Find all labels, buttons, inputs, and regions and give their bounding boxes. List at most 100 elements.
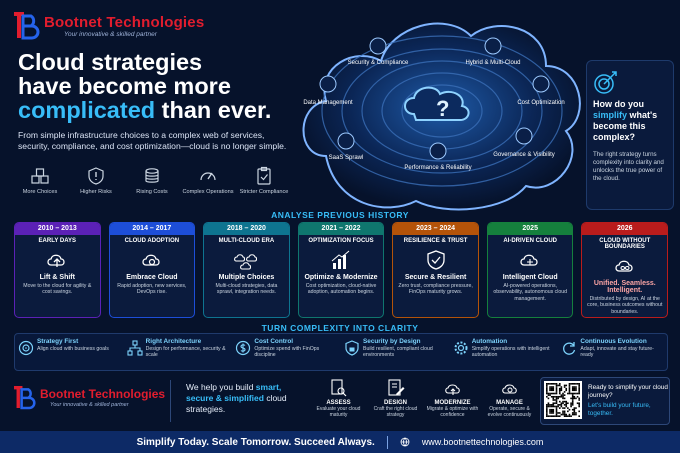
page-subtitle: From simple infrastructure choices to a … (18, 130, 287, 151)
callout-question: How do you simplify what's become this c… (593, 99, 658, 142)
timeline-year: 2014 – 2017 (109, 223, 195, 235)
website-link[interactable]: www.bootnettechnologies.com (421, 437, 544, 447)
footer-separator (386, 435, 388, 449)
timeline-card: 2018 – 2020 MULTI-CLOUD ERA Multiple Cho… (203, 222, 290, 318)
engagement-step: ASSESS Evaluate your cloud maturity (312, 378, 365, 418)
timeline-description: Distributed by design, AI at the core, b… (587, 296, 663, 315)
clarity-title: Continuous Evolution (580, 338, 647, 345)
clarity-item: Automation Simplify operations with inte… (450, 334, 559, 370)
step-desc: Operate, secure & evolve continuously (487, 406, 532, 418)
refresh-icon (563, 342, 576, 355)
clarity-desc: Simplify operations with intelligent aut… (471, 346, 550, 359)
engagement-step: DESIGN Craft the right cloud strategy (369, 378, 422, 418)
timeline-year: 2026 (582, 223, 668, 235)
clarity-desc: Build resilient, compliant cloud environ… (363, 346, 433, 359)
gauge-icon (200, 172, 216, 181)
clarity-title: Right Architecture (145, 338, 202, 345)
clarity-item: Right Architecture Design for performanc… (124, 334, 233, 370)
clarity-desc: Adapt, innovate and stay future-ready (580, 346, 654, 359)
timeline-era: OPTIMIZATION FOCUS (308, 238, 374, 244)
maze-label-cost: Cost Optimization (517, 100, 564, 106)
timeline-card: 2026 CLOUD WITHOUT BOUNDARIES Unified. S… (581, 222, 669, 318)
timeline-headline: Intelligent Cloud (502, 274, 558, 281)
timeline-description: Multi-cloud strategies, data sprawl, int… (215, 283, 278, 296)
step-name: MANAGE (496, 400, 523, 406)
timeline-card: 2010 – 2013 EARLY DAYS Lift & Shift Move… (14, 222, 101, 318)
engagement-step: MODERNIZE Migrate & optimize with confid… (426, 378, 479, 418)
timeline-year: 2010 – 2013 (15, 223, 100, 235)
maze-label-saas: SaaS Sprawl (329, 155, 364, 161)
clarity-title: Strategy First (37, 338, 79, 345)
chart-bars-icon (331, 250, 350, 269)
timeline-era: EARLY DAYS (38, 238, 77, 244)
maze-label-data: Data Management (303, 100, 353, 106)
timeline-headline: Multiple Choices (218, 274, 275, 281)
timeline-headline: Unified. Seamless. Intelligent. (593, 280, 656, 294)
infinity-cloud-icon (615, 260, 633, 272)
step-desc: Evaluate your cloud maturity (316, 406, 361, 418)
brain-cloud-icon (520, 254, 538, 266)
timeline-headline: Optimize & Modernize (304, 274, 378, 281)
target-icon (18, 340, 34, 356)
timeline-year: 2023 – 2024 (393, 223, 478, 235)
challenge-complex-operations: Complex Operations (182, 166, 234, 196)
brand-tagline: Your innovative & skilled partner (64, 31, 157, 38)
upload-cloud-icon (47, 254, 65, 267)
lock-shield-icon (345, 340, 359, 356)
step-desc: Craft the right cloud strategy (373, 406, 418, 418)
maze-label-gov: Governance & Visibility (493, 152, 555, 158)
bootnet-logo-icon (14, 12, 40, 40)
clarity-desc: Optimize spend with FinOps discipline (254, 346, 320, 359)
timeline-era: MULTI-CLOUD ERA (218, 238, 275, 244)
timeline-era: CLOUD WITHOUT BOUNDARIES (599, 238, 651, 250)
timeline-description: Move to the cloud for agility & cost sav… (23, 283, 92, 296)
clarity-desc: Design for performance, security & scale (145, 346, 226, 359)
challenge-stricter-compliance: Stricter Compliance (238, 166, 290, 196)
boxes-icon (31, 168, 49, 184)
timeline-headline: Secure & Resilient (404, 274, 467, 281)
challenge-rising-costs: Rising Costs (126, 166, 178, 196)
step-desc: Migrate & optimize with confidence (426, 406, 479, 418)
challenge-higher-risks: Higher Risks (70, 166, 122, 196)
clarity-heading: TURN COMPLEXITY INTO CLARITY (261, 323, 419, 333)
qr-cta: Ready to simplify your cloud journey? Le… (588, 384, 668, 417)
footer-slogan: Simplify Today. Scale Tomorrow. Succeed … (136, 436, 375, 448)
callout-body: The right strategy turns complexity into… (593, 151, 664, 182)
clarity-title: Security by Design (363, 338, 421, 345)
shield-alert-icon (88, 167, 104, 185)
clipboard-check-icon (257, 166, 271, 185)
maze-label-perf: Performance & Reliability (404, 165, 471, 171)
maze-question-mark: ? (436, 96, 449, 121)
timeline-card: 2025 AI-DRIVEN CLOUD Intelligent Cloud A… (486, 222, 574, 318)
timeline-heading: ANALYSE PREVIOUS HISTORY (271, 210, 409, 220)
value-message: We help you build smart, secure & simpli… (186, 382, 287, 414)
cloud-gear-icon (142, 254, 160, 266)
timeline-year: 2025 (487, 223, 573, 235)
timeline-description: Zero trust, compliance pressure, FinOps … (398, 283, 473, 296)
clarity-title: Cost Control (254, 338, 294, 345)
timeline-card: 2014 – 2017 CLOUD ADOPTION Embrace Cloud… (108, 222, 196, 318)
timeline-era: CLOUD ADOPTION (124, 238, 180, 244)
maze-label-hybrid: Hybrid & Multi-Cloud (465, 60, 520, 66)
network-icon (127, 340, 143, 356)
cloud-maze-illustration: ? Security & Compliance Hybrid & Multi-C… (302, 22, 581, 211)
qr-code-icon[interactable] (544, 381, 582, 419)
step-name: DESIGN (383, 400, 407, 406)
engagement-steps: ASSESS Evaluate your cloud maturity DESI… (312, 378, 536, 418)
clarity-item: Strategy First Align cloud with business… (15, 334, 124, 370)
timeline-card: 2021 – 2022 OPTIMIZATION FOCUS Optimize … (297, 222, 385, 318)
page-title: Cloud strategies have become more compli… (18, 49, 272, 123)
timeline-description: Rapid adoption, new services, DevOps ris… (117, 283, 187, 296)
target-arrow-icon (594, 71, 617, 94)
gear-icon (454, 341, 468, 355)
coins-icon (145, 168, 159, 183)
challenges-row: More Choices Higher Risks Rising Costs C… (14, 166, 294, 196)
step-name: MODERNIZE (434, 400, 471, 406)
dollar-icon (236, 340, 251, 356)
timeline-headline: Lift & Shift (39, 274, 75, 281)
timeline-card: 2023 – 2024 RESILIENCE & TRUST Secure & … (392, 222, 479, 318)
clarity-title: Automation (471, 338, 508, 345)
brand-name: Bootnet Technologies (44, 14, 205, 31)
timeline-year: 2018 – 2020 (204, 223, 289, 235)
search-doc-icon (330, 379, 346, 397)
